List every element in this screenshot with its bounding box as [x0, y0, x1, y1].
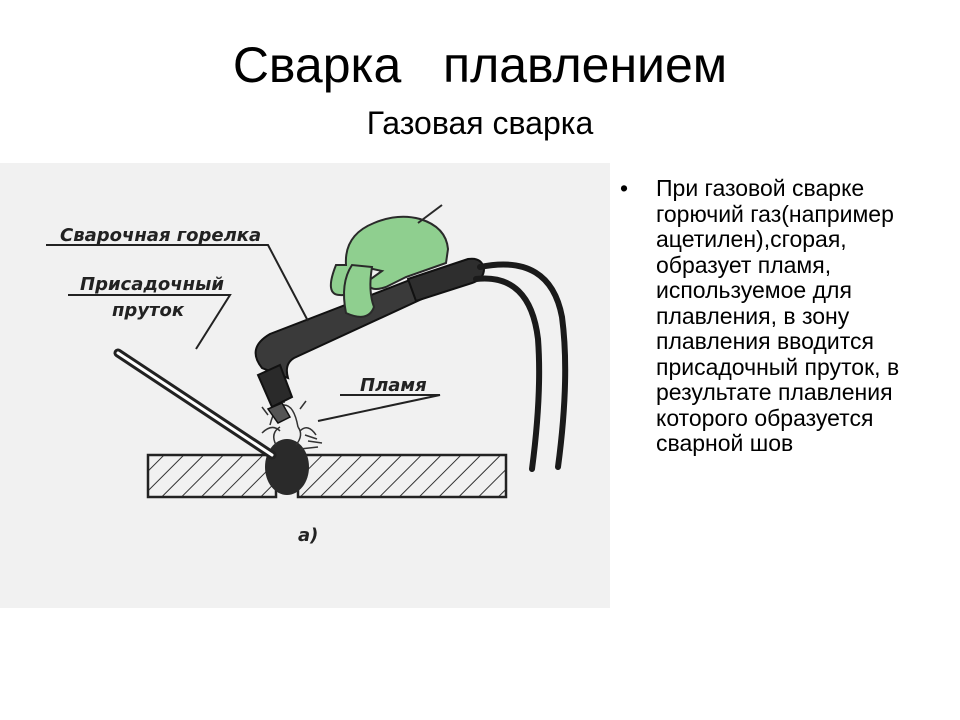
base-plates [146, 453, 508, 499]
label-filler-rod-line1: Присадочный [80, 274, 224, 295]
bullet-item: • При газовой сварке горючий газ(наприме… [618, 175, 938, 457]
slide-subtitle: Газовая сварка [366, 105, 594, 141]
label-flame: Пламя [360, 375, 427, 396]
bullet-list: • При газовой сварке горючий газ(наприме… [618, 175, 938, 457]
figure-background [0, 163, 610, 608]
leader-lines [46, 244, 441, 422]
gas-hoses [473, 261, 569, 472]
weld-pool [265, 439, 309, 495]
label-filler-rod-line2: пруток [112, 300, 185, 321]
welding-illustration: Сварочная горелка Присадочный пруток Пла… [0, 163, 610, 608]
figure-caption: а) [298, 525, 318, 546]
slide-title: Сварка плавлением [232, 37, 728, 93]
label-torch: Сварочная горелка [60, 225, 261, 246]
welding-torch [254, 257, 486, 424]
bullet-text: При газовой сварке горючий газ(например … [656, 175, 900, 456]
bullet-icon: • [620, 175, 629, 201]
